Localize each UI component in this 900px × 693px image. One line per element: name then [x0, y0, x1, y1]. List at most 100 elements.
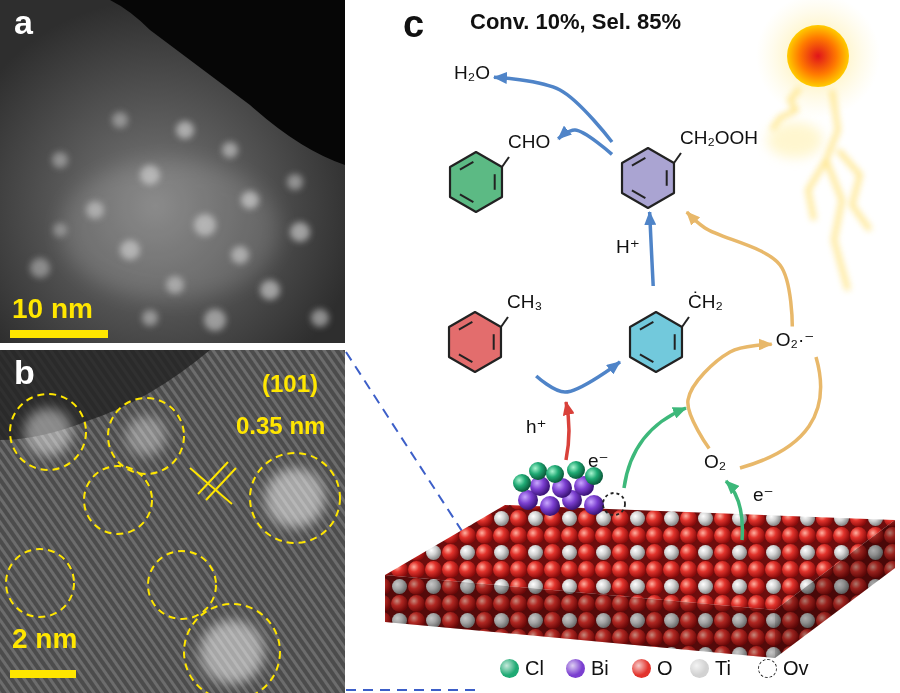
formula-text: O₂	[704, 451, 726, 474]
legend-text: Ov	[783, 656, 809, 680]
scale-label: 10 nm	[12, 292, 93, 326]
light-ray	[838, 150, 870, 230]
panel-letter: a	[14, 2, 33, 43]
cl-atom	[513, 474, 531, 492]
light-rays	[772, 88, 870, 290]
bi-atom	[584, 495, 604, 515]
particle	[52, 152, 68, 168]
cl-atom	[529, 462, 547, 480]
double-bond	[459, 354, 472, 362]
stem-image	[0, 0, 345, 343]
formula-text: CH₃	[507, 291, 542, 314]
particle	[260, 280, 280, 300]
dashed-circle	[10, 394, 86, 470]
ring-outline	[630, 312, 682, 372]
reaction-arrow	[650, 212, 654, 286]
double-bond	[459, 322, 472, 330]
particle	[166, 276, 184, 294]
hrtem-image	[0, 350, 345, 693]
electron-label: e⁻	[753, 484, 774, 507]
cycle-arc	[740, 357, 821, 468]
light-ray	[826, 90, 848, 290]
cluster-glow	[265, 468, 325, 528]
legend-text: Cl	[525, 656, 544, 680]
legend-item: Ti	[690, 656, 731, 680]
double-bond	[666, 170, 668, 186]
image-ground	[0, 0, 345, 343]
electron-arrow	[726, 481, 742, 540]
formula-text: O₂·⁻	[776, 329, 815, 352]
legend-text: Bi	[591, 656, 609, 680]
particle	[53, 223, 67, 237]
scale-bar	[10, 670, 76, 678]
ring-outline	[450, 152, 502, 212]
particle	[287, 174, 303, 190]
dashed-circle	[84, 466, 152, 534]
double-bond	[632, 190, 645, 198]
formula-text: ĊH₂	[688, 291, 723, 314]
formula-text: CHO	[508, 131, 550, 154]
sun-disc	[787, 25, 849, 87]
formula-text: H₂O	[454, 62, 490, 85]
hole-label: h⁺	[526, 416, 547, 439]
formula-text: CH₂OOH	[680, 127, 758, 150]
double-bond	[460, 162, 473, 170]
legend-item: O	[632, 656, 673, 680]
particle	[241, 191, 259, 209]
spacing-label: 0.35 nm	[236, 412, 325, 441]
reaction-arrow	[558, 130, 612, 154]
particle	[231, 246, 249, 264]
haze	[60, 160, 280, 300]
legend-text: O	[657, 656, 673, 680]
dashed-circle	[184, 604, 280, 693]
edge-group	[494, 77, 792, 448]
particle	[86, 201, 104, 219]
legend-swatch	[566, 659, 585, 678]
cluster-glow	[126, 416, 166, 456]
particle	[194, 214, 216, 236]
double-bond	[494, 174, 496, 190]
zoom-line	[346, 689, 482, 691]
particle	[140, 165, 160, 185]
sun-glow	[756, 0, 880, 118]
particle	[142, 310, 158, 326]
particle	[120, 240, 140, 260]
lattice-fringes	[0, 350, 345, 693]
particle	[176, 121, 194, 139]
substituent-bond	[682, 317, 689, 327]
double-bond	[632, 158, 645, 166]
reaction-arrow	[687, 212, 793, 327]
legend-text: Ti	[715, 656, 731, 680]
dashed-circle	[6, 549, 74, 617]
molecule-node: CHO	[440, 126, 558, 216]
particle	[204, 309, 226, 331]
hole-arrow	[566, 402, 569, 460]
zoom-lines	[346, 352, 482, 690]
reaction-arrow	[536, 362, 620, 392]
shade	[380, 570, 780, 662]
double-bond	[640, 322, 653, 330]
ring-outline	[622, 148, 674, 208]
molecule-node: CH₂OOH	[612, 122, 766, 212]
cluster-glow	[200, 620, 264, 684]
dashed-circle	[250, 453, 340, 543]
double-bond	[674, 334, 676, 350]
species-node: H₂O	[450, 60, 494, 87]
double-bond	[493, 334, 495, 350]
legend-item: Cl	[500, 656, 544, 680]
tio2-slab	[380, 500, 900, 663]
legend-swatch	[632, 659, 651, 678]
panel-letter: b	[14, 352, 35, 393]
proton-label: H⁺	[616, 236, 640, 259]
panel-letter: c	[403, 2, 424, 48]
legend-item: Bi	[566, 656, 609, 680]
ring-outline	[449, 312, 501, 372]
species-node: O₂	[700, 449, 730, 476]
molecule-node: CH₃	[439, 286, 550, 376]
light-glow	[767, 122, 823, 158]
electron-label: e⁻	[588, 450, 609, 473]
cl-atom	[546, 465, 564, 483]
cluster-glow	[24, 408, 72, 456]
substituent-bond	[674, 153, 681, 163]
